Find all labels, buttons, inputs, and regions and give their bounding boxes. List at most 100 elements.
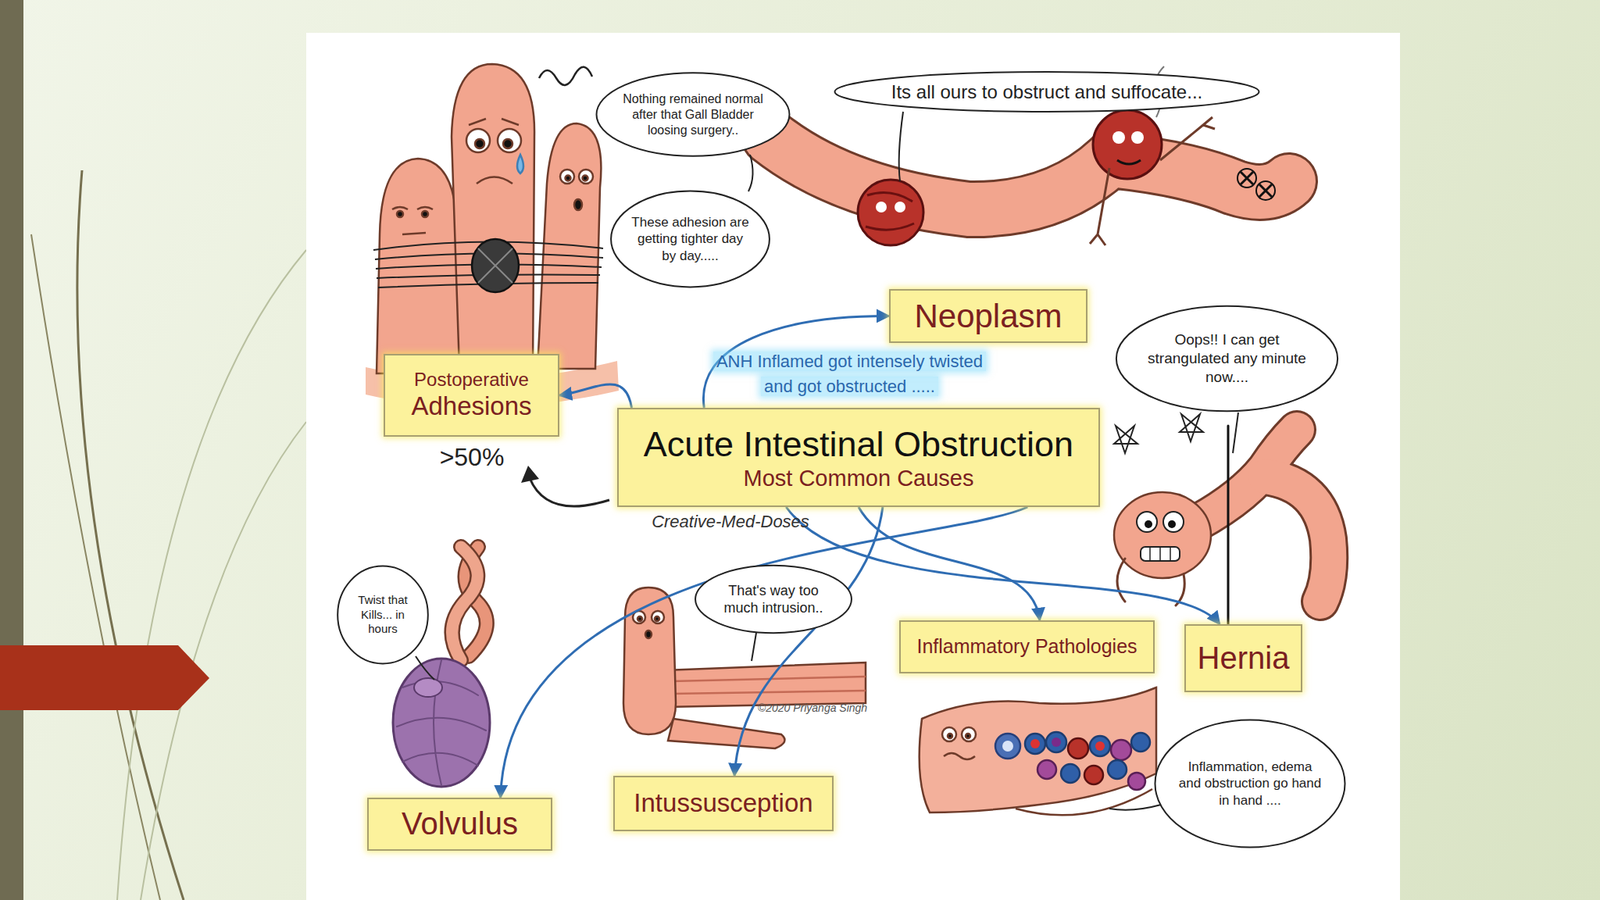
tumor-intestine (857, 179, 924, 246)
adhesion-fingers (517, 154, 524, 174)
hernia-bowel (1265, 476, 1329, 602)
bubble-ellipse (596, 72, 790, 157)
tumor-intestine (769, 136, 1290, 210)
inflamed-bowel (1084, 765, 1104, 785)
hernia-bowel (1114, 492, 1211, 579)
slide-frame (77, 170, 184, 900)
slide-frame (117, 250, 307, 900)
adhesion-fingers (396, 210, 404, 218)
label-box: >50% (428, 442, 516, 472)
tumor-intestine (865, 192, 915, 230)
inflamed-bowel (1131, 732, 1150, 752)
label-box: ANH Inflamed got intensely twisted and g… (707, 349, 993, 400)
volvulus-twist (452, 546, 479, 661)
cause-box: Hernia (1184, 624, 1303, 693)
adhesion-fingers (539, 67, 593, 86)
connector-arrow (559, 384, 633, 408)
inflamed-bowel (1002, 740, 1014, 752)
speech-bubble: Oops!! I can get strangulated any minute… (1114, 303, 1340, 414)
adhesion-fingers (578, 169, 593, 184)
adhesion-fingers (475, 139, 485, 149)
hernia-bowel (1167, 520, 1176, 529)
hernia-bowel (1150, 546, 1171, 561)
inflamed-bowel (1060, 764, 1080, 783)
adhesion-fingers (478, 248, 513, 283)
inflamed-bowel (1095, 741, 1105, 751)
hernia-bowel (1117, 558, 1185, 606)
bubble-tail (415, 656, 435, 680)
tumor-intestine (1256, 181, 1275, 200)
box-text: Neoplasm (914, 296, 1062, 336)
inflamed-bowel (942, 727, 957, 742)
intussusception-bowel (664, 662, 866, 708)
cause-box: Volvulus (367, 797, 553, 851)
tumor-intestine (875, 201, 887, 213)
box-text: Intussusception (633, 788, 813, 819)
adhesion-fingers (537, 123, 601, 369)
percent-pointer (521, 465, 610, 507)
hernia-bowel (1144, 520, 1153, 529)
inflamed-bowel (919, 687, 1157, 813)
tumor-intestine (769, 66, 1290, 246)
bubble-ellipse (1116, 306, 1338, 411)
speech-bubble: Nothing remained normal after that Gall … (594, 71, 792, 158)
bubble-tail (751, 632, 757, 661)
slide-frame (0, 0, 24, 900)
label-box: Creative-Med-Doses (636, 511, 825, 533)
inflamed-bowel (1067, 738, 1089, 759)
inflamed-bowel (919, 687, 1157, 815)
bubble-text: Its all ours to obstruct and suffocate..… (891, 80, 1203, 104)
inflamed-bowel (995, 733, 1021, 759)
adhesion-fingers (503, 139, 513, 149)
bubble-tail (1232, 412, 1239, 454)
bubble-ellipse (835, 71, 1260, 112)
cause-box: Neoplasm (889, 289, 1088, 343)
adhesion-fingers (466, 128, 490, 153)
percent-label: >50% (439, 442, 505, 472)
adhesion-fingers (582, 175, 589, 182)
box-text: Acute Intestinal Obstruction (643, 423, 1074, 465)
bubble-ellipse (337, 566, 429, 665)
adhesion-fingers (476, 177, 513, 185)
volvulus-twist (414, 678, 443, 697)
bubble-tail (748, 154, 754, 192)
inflamed-bowel (1025, 733, 1046, 754)
inflamed-bowel (965, 733, 971, 739)
bubble-text: Nothing remained normal after that Gall … (617, 91, 768, 139)
cause-box: Inflammatory Pathologies (899, 620, 1155, 674)
slide-frame (306, 32, 1400, 900)
speech-bubble: Its all ours to obstruct and suffocate..… (830, 71, 1264, 113)
intussusception-bowel (651, 610, 665, 624)
slide-frame (0, 0, 1400, 900)
inflamed-bowel (1107, 760, 1127, 779)
bubble-tail (415, 111, 1239, 811)
inflamed-bowel (1128, 772, 1146, 790)
box-text: Inflammatory Pathologies (916, 635, 1137, 659)
cause-box: PostoperativeAdhesions (383, 353, 560, 437)
bubble-tail (899, 111, 904, 182)
box-text: Postoperative (414, 368, 529, 391)
hernia-bowel (1163, 511, 1184, 533)
volvulus-twist (392, 658, 490, 787)
hernia-bowel (1114, 425, 1138, 454)
intussusception-bowel (623, 587, 676, 735)
intussusception-bowel (671, 676, 866, 694)
cause-box: Intussusception (613, 775, 834, 832)
bubble-text: Inflammation, edema and obstruction go h… (1178, 758, 1322, 809)
highlight-note: ANH Inflamed got intensely twisted and g… (713, 351, 986, 397)
inflamed-bowel (1015, 789, 1153, 815)
bubble-tail (1109, 804, 1161, 811)
hernia-bowel (1179, 414, 1204, 442)
bubble-text: Twist that Kills... in hours (347, 592, 418, 637)
intussusception-bowel (637, 616, 643, 622)
inflamed-bowel (1037, 760, 1057, 779)
slide-frame (0, 645, 210, 711)
cause-box: Acute Intestinal ObstructionMost Common … (617, 407, 1100, 508)
connector-arrow (785, 507, 1220, 625)
label-box: ©2020 Priyanga Singh (734, 701, 891, 715)
tumor-intestine (1117, 160, 1141, 165)
copyright-label: ©2020 Priyanga Singh (757, 701, 868, 715)
slide-frame (31, 234, 161, 900)
inflamed-bowel (1089, 735, 1111, 757)
